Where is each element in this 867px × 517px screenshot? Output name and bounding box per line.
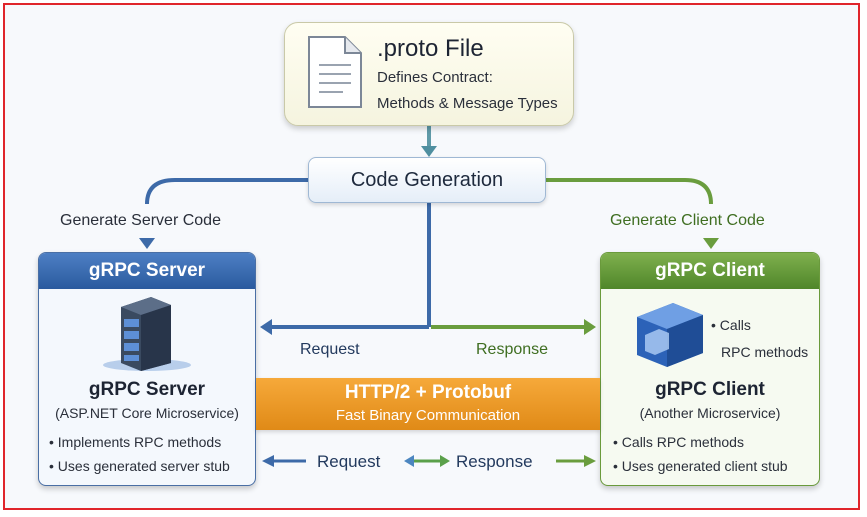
server-bullet-2: • Uses generated server stub (49, 458, 230, 474)
code-generation-box: Code Generation (308, 157, 546, 203)
grpc-server-card: gRPC Server gRPC Server (ASP.NET Core Mi… (38, 252, 256, 486)
server-bullet-1: • Implements RPC methods (49, 434, 222, 450)
generate-client-code-label: Generate Client Code (610, 212, 765, 229)
proto-description-line-1: Defines Contract: (377, 69, 493, 86)
client-icon-caption-1: • Calls (711, 317, 751, 333)
request-arrowhead (260, 319, 272, 335)
proto-title: .proto File (377, 35, 484, 62)
client-icon-caption-2: RPC methods (721, 344, 809, 360)
server-subtitle: (ASP.NET Core Microservice) (55, 405, 239, 421)
codegen-to-client-arrowhead (703, 238, 719, 249)
cube-icon (637, 303, 703, 367)
codegen-to-client-line (546, 178, 713, 205)
bottom-request-label: Request (317, 452, 381, 471)
transport-banner: HTTP/2 + Protobuf Fast Binary Communicat… (256, 378, 600, 430)
grpc-client-card: gRPC Client • Calls RPC methods gRPC Cli… (600, 252, 820, 486)
client-bullet-1: • Calls RPC methods (613, 434, 744, 450)
response-label: Response (476, 341, 549, 358)
codegen-to-server-arrowhead (139, 238, 155, 249)
bottom-response-label: Response (456, 452, 533, 471)
document-icon (308, 36, 362, 108)
bidirectional-right-arrowhead (440, 455, 450, 467)
proto-description-line-2: Methods & Message Types (377, 95, 558, 112)
server-card-header: gRPC Server (39, 253, 255, 289)
transport-subtitle: Fast Binary Communication (335, 407, 521, 424)
response-arrowhead (584, 319, 596, 335)
request-label: Request (300, 341, 360, 358)
server-title: gRPC Server (88, 379, 206, 400)
client-bullet-2: • Uses generated client stub (613, 458, 788, 474)
bottom-request-arrowhead (262, 455, 274, 467)
server-rack-icon (103, 297, 191, 371)
client-card-header: gRPC Client (601, 253, 819, 289)
generate-server-code-label: Generate Server Code (60, 212, 221, 229)
bidirectional-left-arrowhead (404, 455, 414, 467)
proto-to-codegen-arrowhead (421, 146, 437, 157)
codegen-to-server-line (145, 178, 308, 205)
transport-title: HTTP/2 + Protobuf (344, 382, 512, 403)
proto-file-box: .proto File Defines Contract: Methods & … (284, 22, 574, 126)
client-subtitle: (Another Microservice) (639, 405, 781, 421)
bottom-response-arrowhead (584, 455, 596, 467)
client-title: gRPC Client (655, 379, 765, 400)
